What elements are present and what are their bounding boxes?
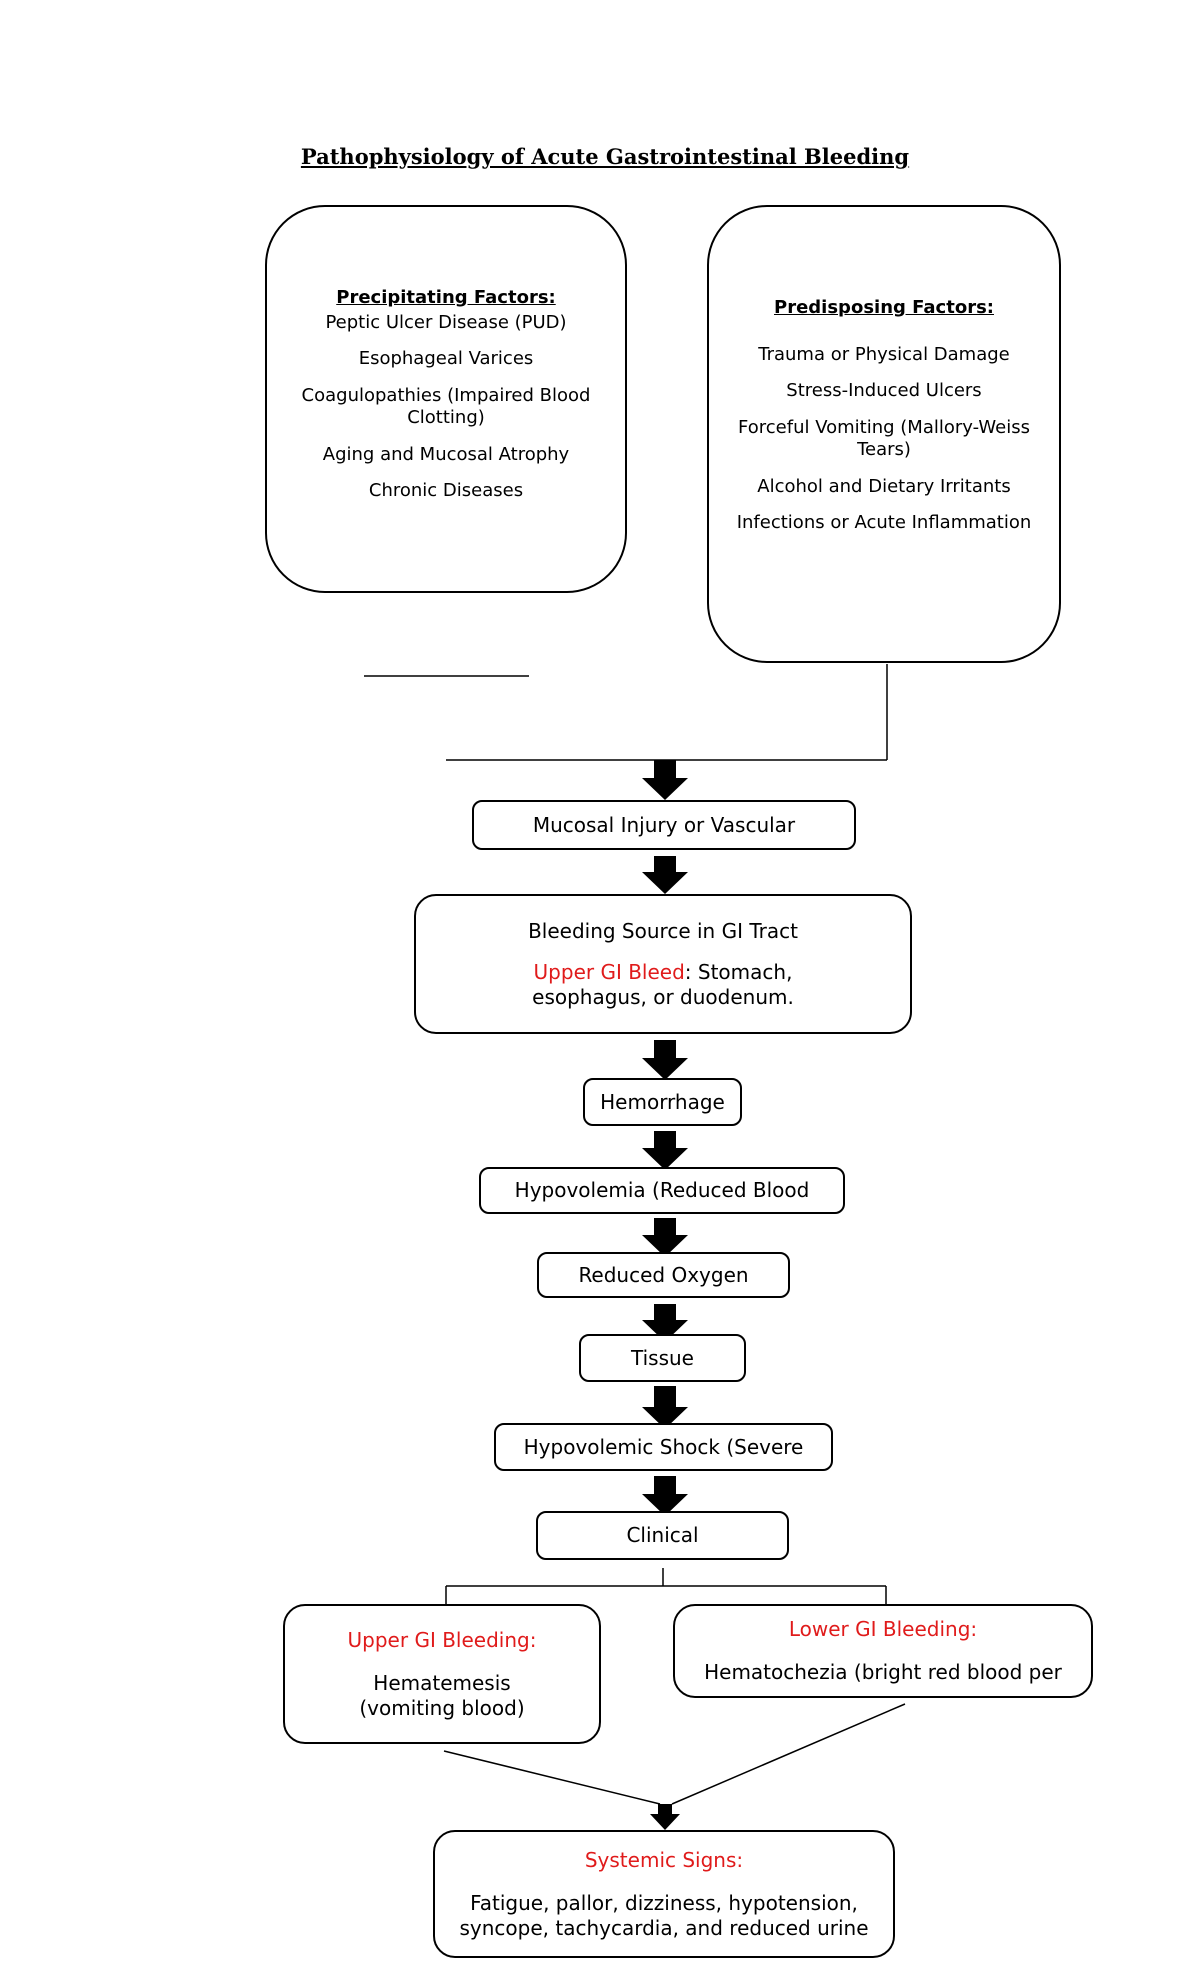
reduced-oxygen-box: Reduced Oxygen	[537, 1252, 790, 1298]
hypovolemia-box: Hypovolemia (Reduced Blood	[479, 1167, 845, 1214]
upper-gi-heading: Upper GI Bleeding:	[347, 1627, 537, 1652]
converge-right	[671, 1703, 906, 1805]
bleeding-source-detail: Upper GI Bleed: Stomach, esophagus, or d…	[416, 960, 910, 1010]
upper-gi-bleeding-box: Upper GI Bleeding: Hematemesis (vomiting…	[283, 1604, 601, 1744]
precipitating-item: Peptic Ulcer Disease (PUD)	[325, 311, 567, 333]
precipitating-factors-box: Precipitating Factors: Peptic Ulcer Dise…	[265, 205, 627, 593]
precipitating-item: Esophageal Varices	[358, 348, 534, 369]
predisposing-item: Trauma or Physical Damage	[758, 343, 1010, 365]
page-title: Pathophysiology of Acute Gastrointestina…	[300, 144, 910, 169]
arrow-to-reduced-oxygen	[642, 1218, 688, 1257]
arrow-to-clinical	[642, 1476, 688, 1516]
precipitating-heading: Precipitating Factors:	[336, 287, 556, 308]
systemic-heading: Systemic Signs:	[584, 1847, 744, 1872]
lower-gi-text: Hematochezia (bright red blood per	[704, 1660, 1062, 1684]
predisposing-item: Alcohol and Dietary Irritants	[757, 475, 1011, 497]
arrow-to-mucosal	[642, 760, 688, 800]
arrow-to-bleeding-source	[642, 856, 688, 894]
arrow-to-hypovolemia	[642, 1131, 688, 1170]
precipitating-item: Chronic Diseases	[368, 480, 524, 501]
predisposing-item: Forceful Vomiting (Mallory-Weiss Tears)	[738, 416, 1030, 461]
mucosal-injury-label: Mucosal Injury or Vascular	[532, 812, 796, 837]
predisposing-item: Stress-Induced Ulcers	[786, 380, 982, 401]
bleeding-source-title: Bleeding Source in GI Tract	[528, 918, 798, 943]
upper-gi-bleed-label: Upper GI Bleed	[533, 959, 685, 984]
predisposing-item: Infections or Acute Inflammation	[736, 512, 1032, 533]
arrow-to-systemic	[650, 1804, 680, 1830]
precipitating-item: Coagulopathies (Impaired Blood Clotting)	[301, 384, 591, 429]
lower-gi-bleeding-box: Lower GI Bleeding: Hematochezia (bright …	[673, 1604, 1093, 1698]
upper-gi-bleed-text: : Stomach, esophagus, or duodenum.	[532, 959, 794, 1009]
arrow-to-shock	[642, 1386, 688, 1429]
tissue-label: Tissue	[631, 1345, 694, 1370]
arrow-to-hemorrhage	[642, 1040, 688, 1080]
hypovolemic-shock-label: Hypovolemic Shock (Severe	[523, 1434, 804, 1459]
clinical-box: Clinical	[536, 1511, 789, 1560]
tissue-box: Tissue	[579, 1334, 746, 1382]
upper-gi-text: Hematemesis (vomiting blood)	[359, 1670, 525, 1720]
reduced-oxygen-label: Reduced Oxygen	[578, 1262, 749, 1287]
hemorrhage-label: Hemorrhage	[600, 1089, 725, 1114]
systemic-text: Fatigue, pallor, dizziness, hypotension,…	[459, 1890, 869, 1940]
mucosal-injury-box: Mucosal Injury or Vascular	[472, 800, 856, 850]
systemic-signs-box: Systemic Signs: Fatigue, pallor, dizzine…	[433, 1830, 895, 1958]
hemorrhage-box: Hemorrhage	[583, 1078, 742, 1126]
predisposing-heading: Predisposing Factors:	[774, 297, 994, 318]
bleeding-source-box: Bleeding Source in GI Tract Upper GI Ble…	[414, 894, 912, 1034]
lower-gi-heading: Lower GI Bleeding:	[788, 1617, 978, 1641]
clinical-label: Clinical	[626, 1523, 699, 1547]
arrow-to-tissue	[642, 1304, 688, 1342]
predisposing-factors-box: Predisposing Factors: Trauma or Physical…	[707, 205, 1061, 663]
precipitating-item: Aging and Mucosal Atrophy	[322, 443, 570, 465]
converge-left	[443, 1750, 661, 1805]
hypovolemia-label: Hypovolemia (Reduced Blood	[514, 1178, 810, 1202]
hypovolemic-shock-box: Hypovolemic Shock (Severe	[494, 1423, 833, 1471]
